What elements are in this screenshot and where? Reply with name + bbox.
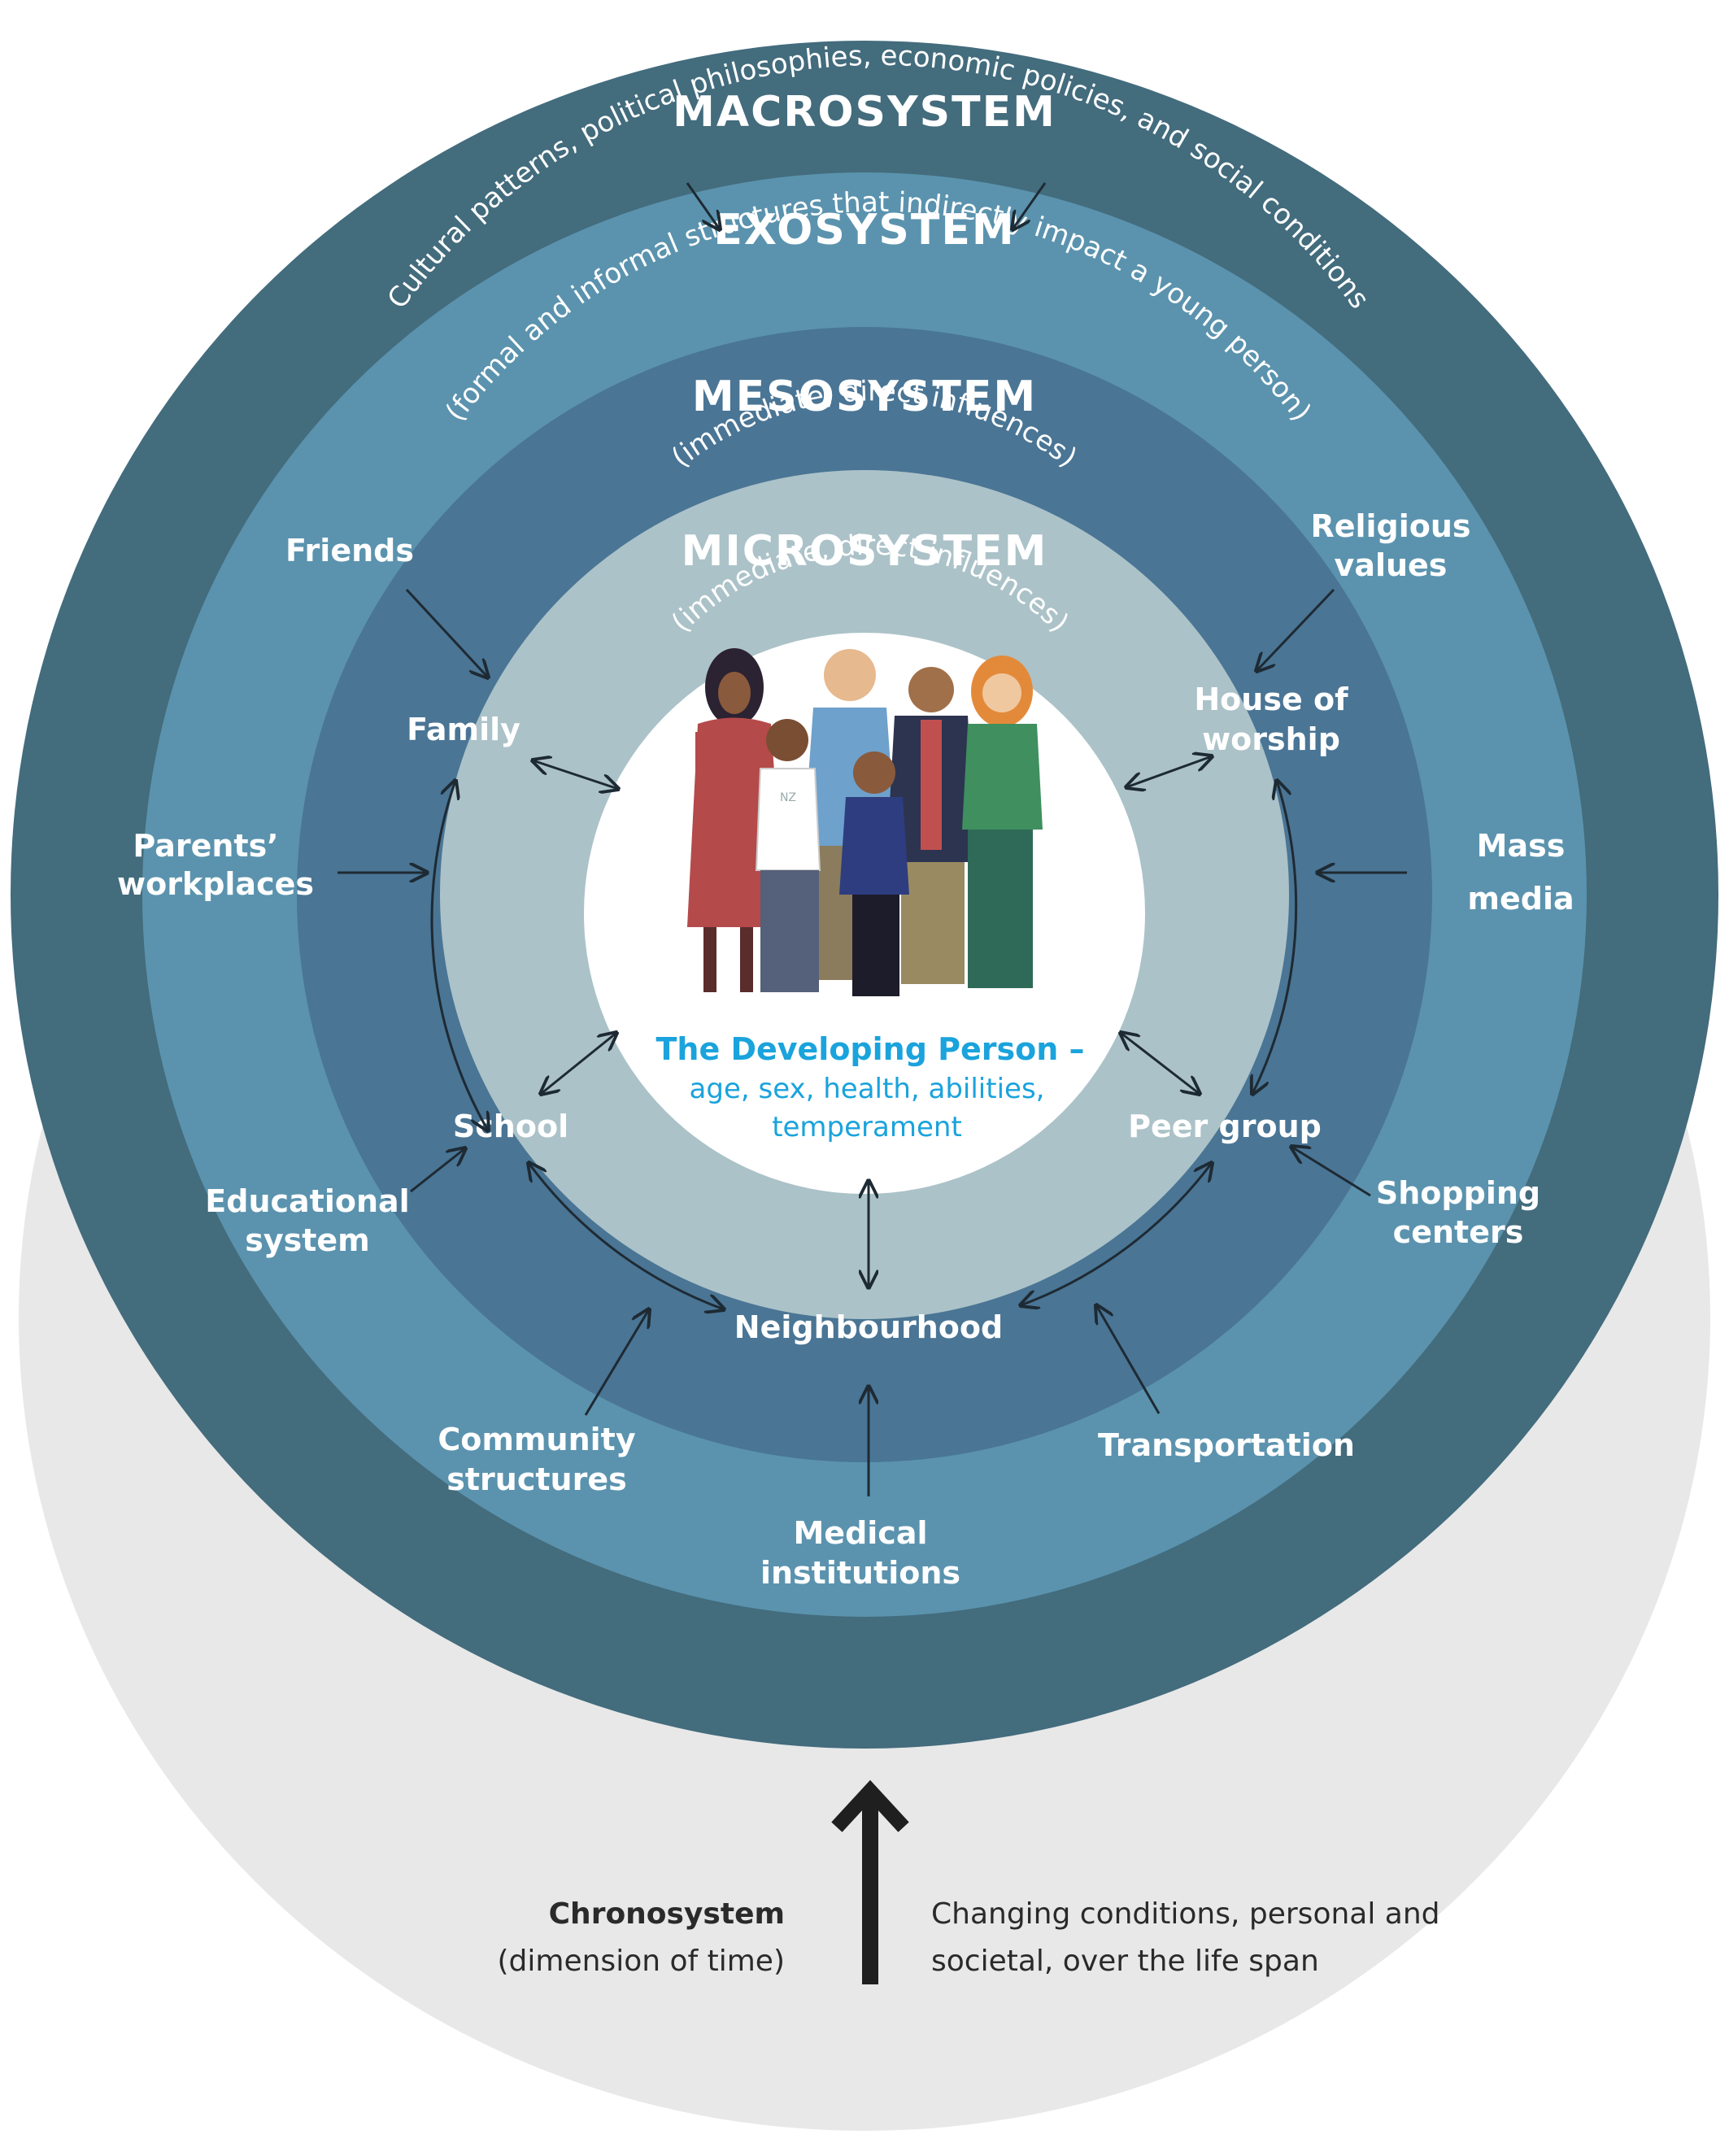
person-figure-4 (886, 667, 976, 984)
label-friends: Friends (285, 533, 414, 568)
exo-influence-arrows (338, 588, 1407, 1496)
label-shopping-centers-line-2: centers (1393, 1214, 1524, 1250)
label-educational-system-line-2: system (245, 1222, 370, 1258)
mesosystem-title: MESOSYSTEM (692, 372, 1037, 421)
node-family: Family (407, 712, 520, 747)
person-figure-3: NZ (755, 719, 821, 992)
microsystem-title: MICROSYSTEM (682, 527, 1048, 576)
chronosystem-desc-line-1: Changing conditions, personal and (931, 1897, 1440, 1931)
label-mass-media-line-1: Mass (1477, 828, 1566, 864)
chronosystem-subtitle: (dimension of time) (498, 1945, 786, 1978)
person-connection-arrows (533, 756, 1212, 1287)
label-community-structures-line-2: structures (446, 1461, 626, 1497)
label-religious-values-line-2: values (1335, 547, 1448, 583)
people-illustration: NZ (687, 648, 1043, 996)
person-figure-6 (839, 751, 909, 996)
micro-connection-arrows (430, 781, 1298, 1309)
shirt-text: NZ (780, 791, 796, 804)
label-shopping-centers-line-1: Shopping (1376, 1175, 1540, 1211)
chronosystem-title: Chronosystem (549, 1897, 785, 1931)
developing-person-title: The Developing Person – (655, 1031, 1084, 1067)
label-educational-system-line-1: Educational (205, 1183, 409, 1219)
node-neighbourhood: Neighbourhood (734, 1309, 1003, 1345)
exosystem-title: EXOSYSTEM (713, 206, 1015, 255)
node-school: School (453, 1108, 568, 1144)
node-house-of-worship-line-2: worship (1202, 721, 1340, 757)
chronosystem-desc-line-2: societal, over the life span (931, 1945, 1319, 1978)
chronosystem-arrow (831, 1779, 909, 1984)
developing-person-line-1: age, sex, health, abilities, (690, 1073, 1045, 1105)
node-peer-group: Peer group (1128, 1108, 1322, 1144)
label-transportation: Transportation (1098, 1427, 1355, 1463)
person-figure-5 (962, 656, 1043, 988)
node-house-of-worship-line-1: House of (1194, 682, 1348, 717)
developing-person-line-2: temperament (772, 1111, 962, 1143)
label-mass-media-line-2: media (1467, 881, 1574, 917)
label-religious-values-line-1: Religious (1310, 508, 1470, 544)
label-community-structures-line-1: Community (438, 1422, 635, 1457)
label-parents-workplaces-line-2: workplaces (117, 866, 314, 902)
label-medical-institutions-line-1: Medical (793, 1515, 927, 1551)
label-medical-institutions-line-2: institutions (760, 1555, 960, 1591)
macrosystem-title: MACROSYSTEM (673, 88, 1056, 137)
label-parents-workplaces-line-1: Parents’ (133, 828, 278, 864)
